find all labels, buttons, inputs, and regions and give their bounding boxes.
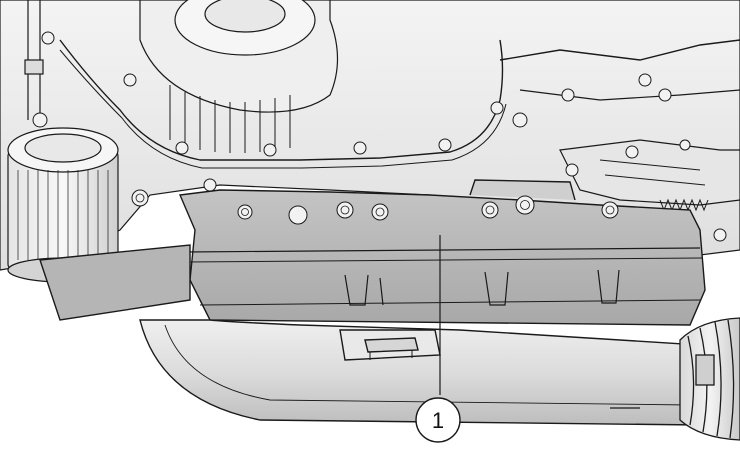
oil-pan bbox=[39, 179, 706, 326]
callout-circle bbox=[415, 397, 461, 443]
exhaust-pipe bbox=[139, 319, 701, 426]
bolts bbox=[32, 31, 727, 242]
callout-1: 1 bbox=[415, 397, 461, 443]
callout-number: 1 bbox=[432, 408, 444, 433]
hose-coupler bbox=[679, 317, 740, 441]
